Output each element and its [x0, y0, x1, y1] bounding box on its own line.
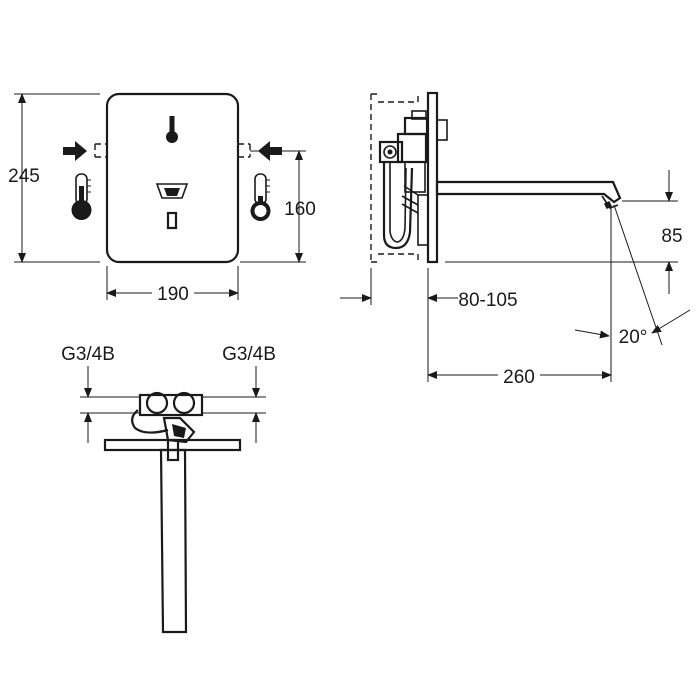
dimension-label-80-105: 80-105: [458, 290, 517, 311]
side-cover-plate: [426, 91, 439, 264]
cover-plate: [105, 92, 240, 264]
thermometer-cold-icon: [250, 173, 271, 221]
hose-icon: [382, 162, 419, 250]
inlet-label-left: G3/4B: [61, 344, 115, 365]
dimension-160: 160: [240, 150, 316, 263]
top-spout-icon: [159, 448, 188, 634]
dimension-inlets: G3/4B G3/4B: [61, 344, 276, 443]
dimension-label-85: 85: [661, 226, 682, 247]
top-view: G3/4B G3/4B: [61, 344, 276, 634]
dimension-label-20deg: 20°: [619, 327, 648, 348]
thermometer-hot-icon: [71, 173, 92, 220]
arrow-right-icon: [63, 141, 87, 161]
inlet-stub-right: [238, 143, 251, 158]
dimension-20deg: 20°: [574, 204, 691, 348]
top-valve-icon: [131, 391, 204, 462]
dimension-260: 260: [427, 205, 612, 388]
dimension-85: 85: [445, 170, 683, 294]
sensor-icon: [155, 183, 189, 230]
control-knob-icon: [166, 116, 178, 143]
dimension-label-260: 260: [503, 367, 535, 388]
dimension-label-190: 190: [157, 284, 189, 305]
dimension-245: 245: [8, 93, 100, 263]
dimension-label-160: 160: [284, 199, 316, 220]
valve-body-icon: [378, 110, 429, 246]
dimension-label-245: 245: [8, 166, 40, 187]
side-view: 85 80-105 260 20°: [340, 91, 691, 388]
inlet-label-right: G3/4B: [222, 344, 276, 365]
dimension-190: 190: [106, 266, 239, 305]
front-view: 245 160 190: [8, 92, 316, 305]
spout-icon: [435, 180, 622, 209]
dimension-80-105: 80-105: [340, 268, 518, 382]
inlet-stub-left: [94, 143, 107, 158]
wall-box: [370, 93, 419, 263]
